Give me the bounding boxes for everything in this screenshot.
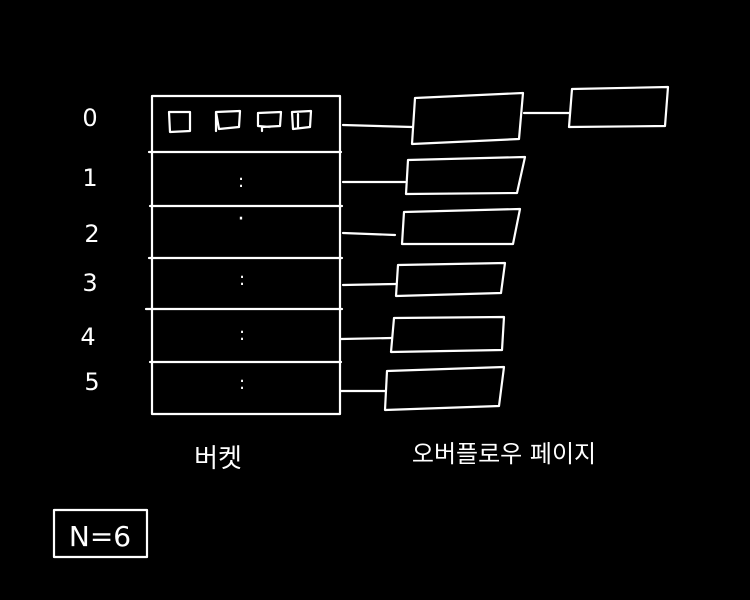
connector-line xyxy=(339,336,394,341)
record-slot xyxy=(167,110,192,134)
row-index-0: 0 xyxy=(82,104,97,132)
row-4-dots: : xyxy=(239,324,245,345)
row-index-3: 3 xyxy=(82,269,97,297)
overflow-page xyxy=(404,155,527,196)
n-count-box: N=6 xyxy=(52,508,149,559)
connectors xyxy=(339,111,572,393)
row-1-dots: : xyxy=(238,171,244,192)
row-index-2: 2 xyxy=(84,220,99,248)
row-3-dots: : xyxy=(239,269,245,290)
bucket-label: 버켓 xyxy=(194,444,242,474)
record-slot xyxy=(256,110,283,133)
overflow-page xyxy=(383,365,506,412)
overflow-page xyxy=(394,261,507,298)
connector-line xyxy=(341,282,398,287)
record-slot xyxy=(290,109,313,131)
connector-line xyxy=(341,231,397,237)
connector-line xyxy=(341,123,414,129)
record-slot xyxy=(214,109,242,133)
row-index-4: 4 xyxy=(80,323,95,351)
overflow-page xyxy=(400,207,522,246)
row-5-dots: : xyxy=(239,373,245,394)
n-count-label: N=6 xyxy=(69,520,131,553)
overflow-label: 오버플로우 페이지 xyxy=(412,440,596,468)
bucket-table: : · : : : xyxy=(144,94,344,416)
row-2-dots: · xyxy=(238,207,245,232)
overflow-page xyxy=(410,91,525,146)
row-index-1: 1 xyxy=(82,164,97,192)
overflow-page xyxy=(567,85,670,129)
bucket-table-outline xyxy=(150,94,342,416)
overflow-pages xyxy=(383,85,670,412)
record-slots xyxy=(167,109,313,134)
overflow-page xyxy=(389,315,506,354)
n-count-box-outline xyxy=(52,508,149,559)
row-index-5: 5 xyxy=(84,368,99,396)
